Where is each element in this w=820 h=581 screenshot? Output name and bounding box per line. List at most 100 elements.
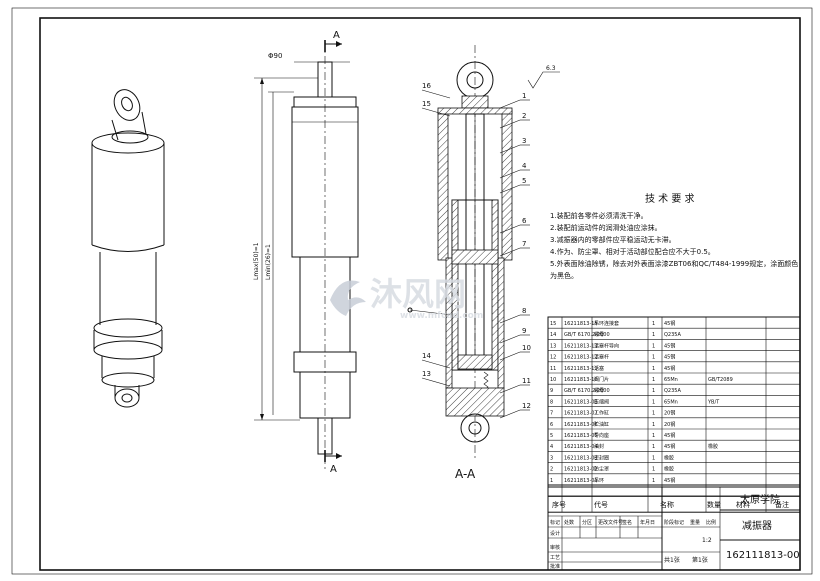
bom-header-2: 名称 [660, 500, 674, 509]
bom-cell-name: 螺母 [594, 331, 604, 338]
bom-cell-no: 10 [550, 377, 556, 383]
bom-cell-code: 16211813-07 [564, 411, 598, 417]
bom-cell-qty: 1 [652, 411, 655, 417]
bom-cell-note: YB/T [707, 399, 720, 405]
balloon-6: 6 [522, 217, 527, 225]
bom-cell-no: 1 [550, 478, 553, 484]
bom-cell-name: 压缩阀 [594, 398, 609, 405]
bom-header-4: 材料 [736, 500, 750, 509]
outer-border [11, 7, 813, 575]
bom-cell-code: 16211813-01 [564, 478, 598, 484]
tb-role-design: 设计 [550, 530, 560, 537]
bom-cell-no: 6 [550, 422, 553, 428]
tech-req-5: 5.外表面除油除锈，除去对外表面涂漆ZBT06和QC/T484-1999规定，涂… [550, 259, 798, 268]
bom-header-5: 备注 [775, 500, 789, 509]
bom-cell-qty: 1 [652, 422, 655, 428]
bom-cell-code: 16211813-11 [564, 366, 598, 372]
bom-cell-name: 工作缸 [594, 410, 609, 417]
bom-cell-code: 16211813-03 [564, 455, 598, 461]
tech-requirements-title: 技 术 要 求 [645, 192, 695, 205]
title-block: 标记 处数 分区 更改文件号 签名 年月日 设计 审核 工艺 批准 阶段标记 重… [547, 486, 801, 571]
bom-cell-code: 16211813-05 [564, 433, 598, 439]
bom-cell-name: 防尘罩 [594, 466, 609, 473]
tech-requirements: 技 术 要 求 1.装配前各零件必须清洗干净。 2.装配前运动件的润滑处油应涂抹… [550, 192, 798, 280]
bom-cell-note: GB/T2089 [708, 377, 733, 383]
bom-cell-qty: 1 [652, 355, 655, 361]
bom-cell-no: 12 [550, 355, 556, 361]
bom-cell-material: Q235A [664, 388, 681, 394]
bom-header-3: 数量 [707, 500, 721, 509]
tech-req-4: 4.作为、防尘罩、相对于活动部位配合应不大于0.5。 [550, 247, 715, 256]
diameter-dimension: Φ90 [268, 52, 282, 60]
bom-cell-code: 16211813-10 [564, 377, 598, 383]
bom-cell-name: 阀门片 [594, 376, 609, 383]
balloon-12: 12 [522, 402, 531, 410]
bom-cell-no: 4 [550, 444, 553, 450]
tb-sheet-current: 第1张 [692, 556, 708, 564]
bom-cell-note: 橡胶 [708, 443, 718, 450]
bom-cell-name: 活塞 [594, 365, 604, 372]
bom-cell-material: 45钢 [664, 365, 675, 372]
tb-role-approve: 批准 [550, 563, 560, 570]
tb-scale-value: 1:2 [702, 537, 712, 544]
bom-cell-code: 16211813-12 [564, 355, 598, 361]
bom-cell-no: 13 [550, 343, 556, 349]
section-view: A-A [407, 45, 513, 481]
bom-cell-code: 16211813-04 [564, 444, 598, 450]
watermark-logo-icon [330, 280, 366, 316]
tb-label-change: 更改文件号 [598, 519, 623, 526]
balloon-4: 4 [522, 162, 527, 170]
bom-cell-material: 橡胶 [664, 454, 674, 461]
bom-cell-material: 45钢 [664, 342, 675, 349]
bom-cell-material: 橡胶 [664, 466, 674, 473]
bom-cell-code: 16211813-15 [564, 321, 598, 327]
bom-cell-qty: 1 [652, 388, 655, 394]
balloon-3: 3 [522, 137, 526, 145]
balloon-15: 15 [422, 100, 431, 108]
drawing-name: 减振器 [742, 519, 772, 532]
watermark-url: www.mfcad.com [400, 311, 483, 321]
inner-frame [39, 17, 801, 571]
bom-cell-material: 45钢 [664, 320, 675, 327]
balloon-10: 10 [522, 344, 531, 352]
balloon-11: 11 [522, 377, 531, 385]
bom-cell-qty: 1 [652, 332, 655, 338]
bom-cell-material: Q235A [664, 332, 681, 338]
front-view: Φ90 Lmax(50)=1 Lmin(26)=1 A A [253, 30, 359, 475]
bom-cell-code: 16211813-13 [564, 343, 598, 349]
bom-cell-material: 20钢 [664, 421, 675, 428]
bom-cell-no: 5 [550, 433, 553, 439]
tb-weight: 重量 [690, 519, 700, 526]
balloon-14: 14 [422, 352, 431, 360]
bom-cell-qty: 1 [652, 433, 655, 439]
bom-cell-name: 导向座 [594, 432, 609, 439]
bom-cell-material: 65Mn [664, 399, 678, 405]
bom-cell-name: 贮油缸 [594, 421, 609, 428]
bom-cell-no: 7 [550, 411, 553, 417]
bom-cell-name: 油封 [594, 443, 604, 450]
bom-cell-code: GB/T 6170.2-2000 [564, 388, 610, 394]
balloon-2: 2 [522, 112, 526, 120]
isometric-view [91, 89, 165, 408]
bom-cell-no: 14 [550, 332, 556, 338]
bom-cell-no: 9 [550, 388, 553, 394]
tech-req-6: 为黑色。 [550, 271, 578, 280]
tb-role-review: 审核 [550, 544, 560, 551]
bom-cell-qty: 1 [652, 399, 655, 405]
length-dimension-inner: Lmin(26)=1 [265, 244, 272, 280]
bom-cell-name: 吊环连接套 [594, 320, 619, 327]
bom-cell-qty: 1 [652, 377, 655, 383]
balloon-5: 5 [522, 177, 526, 185]
bom-header-1: 代号 [594, 500, 608, 509]
bom-cell-name: 密封圈 [594, 454, 609, 461]
bom-cell-code: 16211813-02 [564, 467, 598, 473]
bom-cell-material: 45钢 [664, 432, 675, 439]
bom-cell-name: 活塞杆导向 [594, 342, 619, 349]
watermark: 沐风网 www.mfcad.com [330, 275, 483, 321]
tech-req-1: 1.装配前各零件必须清洗干净。 [550, 211, 648, 220]
bom-cell-no: 15 [550, 321, 556, 327]
balloon-16: 16 [422, 82, 431, 90]
bom-cell-name: 吊环 [594, 478, 604, 484]
